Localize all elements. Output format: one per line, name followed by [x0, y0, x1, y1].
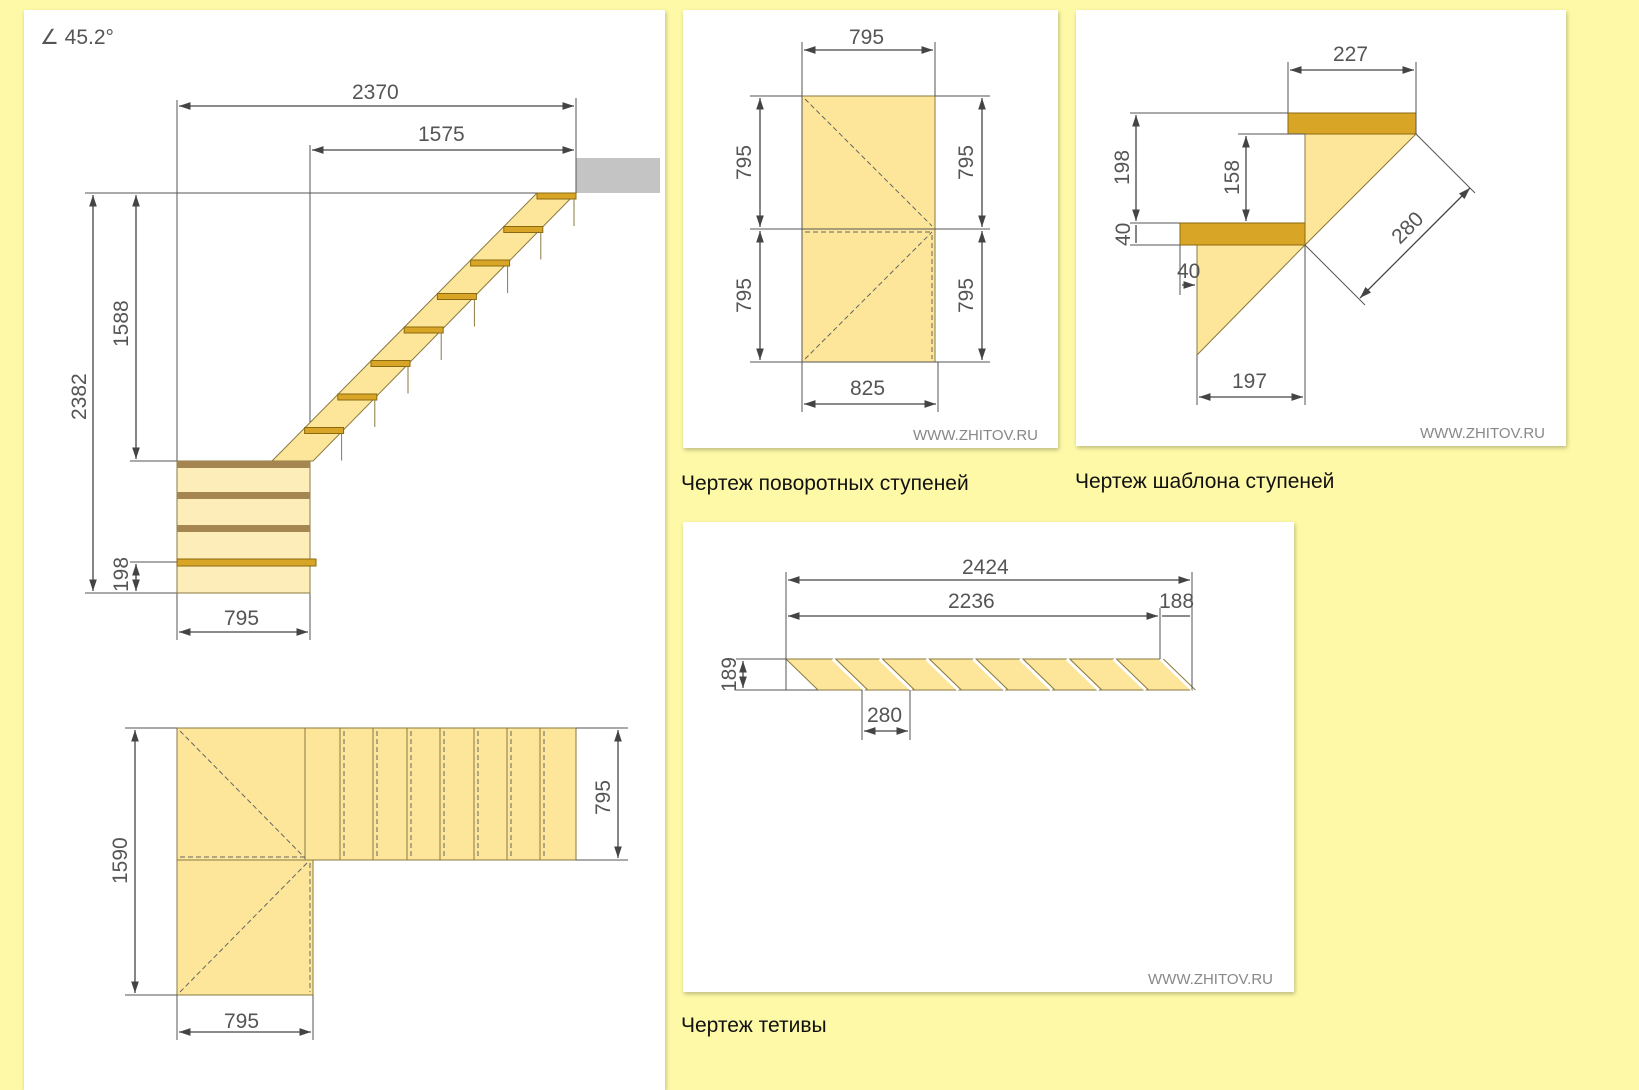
dim-2382: 2382	[68, 373, 91, 420]
winder-top: 795	[849, 26, 884, 49]
stair-tread	[304, 427, 345, 434]
side-view: 2370 1575 2382 1588 198 795	[68, 81, 660, 640]
template-158: 158	[1221, 160, 1244, 195]
stair-tread	[470, 259, 511, 267]
floor-slab	[576, 158, 660, 193]
stringer-cut-edge	[882, 658, 915, 691]
stringer-cut-edge	[1163, 658, 1196, 691]
stringer-2424: 2424	[962, 556, 1009, 579]
stair-tread	[337, 393, 378, 401]
stringer-cut	[831, 657, 866, 692]
stringer-cut-edge	[975, 658, 1009, 691]
winder-right-top: 795	[955, 145, 978, 180]
side-and-plan-panel	[24, 10, 665, 1090]
template-280: 280	[1387, 207, 1428, 248]
stringer-188: 188	[1159, 590, 1194, 613]
stringer-cut-edge	[835, 658, 869, 691]
watermark: WWW.ZHITOV.RU	[913, 427, 1038, 444]
watermark: WWW.ZHITOV.RU	[1420, 425, 1545, 442]
dim-795: 795	[224, 607, 259, 630]
dim-2370: 2370	[352, 81, 399, 104]
stringer-cut	[972, 657, 1007, 692]
stringer-cut	[878, 657, 913, 692]
winder-caption: Чертеж поворотных ступеней	[681, 472, 969, 495]
stringer-2236: 2236	[948, 590, 995, 613]
stair-tread	[403, 326, 444, 334]
dim-795-bottom: 795	[224, 1010, 259, 1033]
plan-view: 1590 795 795	[109, 727, 628, 1040]
stair-tread	[503, 226, 544, 233]
dim-1590: 1590	[109, 837, 132, 884]
stringer-cut	[1159, 657, 1194, 692]
template-227: 227	[1333, 43, 1368, 66]
stringer-cut	[1018, 657, 1054, 692]
stringer-caption: Чертеж тетивы	[681, 1014, 827, 1037]
template-40-horizontal: 40	[1177, 260, 1200, 283]
stringer-cut	[1065, 657, 1100, 692]
stringer-cut	[925, 657, 960, 692]
stringer-cut	[1112, 657, 1147, 692]
dim-795-right: 795	[592, 780, 615, 815]
stringer-189: 189	[718, 657, 741, 692]
dim-198: 198	[110, 557, 133, 592]
angle-label: ∠ 45.2°	[40, 26, 114, 49]
template-197: 197	[1232, 370, 1267, 393]
template-drawing: 227 198 158 40 40 280 197 WWW.ZHITOV.RU	[1111, 43, 1545, 442]
winder-drawing: 795 795 795 795 795 825 WWW.ZHITOV.RU	[733, 26, 1038, 444]
stringer-cut-edge	[1116, 658, 1149, 691]
stair-tread	[436, 293, 477, 300]
stringer-cut-edge	[1022, 658, 1056, 691]
winder-left-top: 795	[733, 145, 756, 180]
template-caption: Чертеж шаблона ступеней	[1075, 470, 1335, 493]
dim-1575: 1575	[418, 123, 465, 146]
stringer-cut-edge	[1069, 658, 1103, 691]
winder-bottom: 825	[850, 377, 885, 400]
stringer-cut-edge	[929, 658, 962, 691]
template-198: 198	[1111, 150, 1134, 185]
watermark: WWW.ZHITOV.RU	[1148, 971, 1273, 988]
winder-right-bottom: 795	[955, 278, 978, 313]
dim-1588: 1588	[110, 300, 133, 347]
stair-tread	[370, 360, 411, 367]
stringer-280: 280	[867, 704, 902, 727]
stringer-drawing: 2424 2236 188 189 280 WWW.ZHITOV.RU	[718, 556, 1273, 988]
winder-left-bottom: 795	[733, 278, 756, 313]
template-40-vertical: 40	[1112, 223, 1135, 246]
stair-tread	[536, 192, 577, 200]
